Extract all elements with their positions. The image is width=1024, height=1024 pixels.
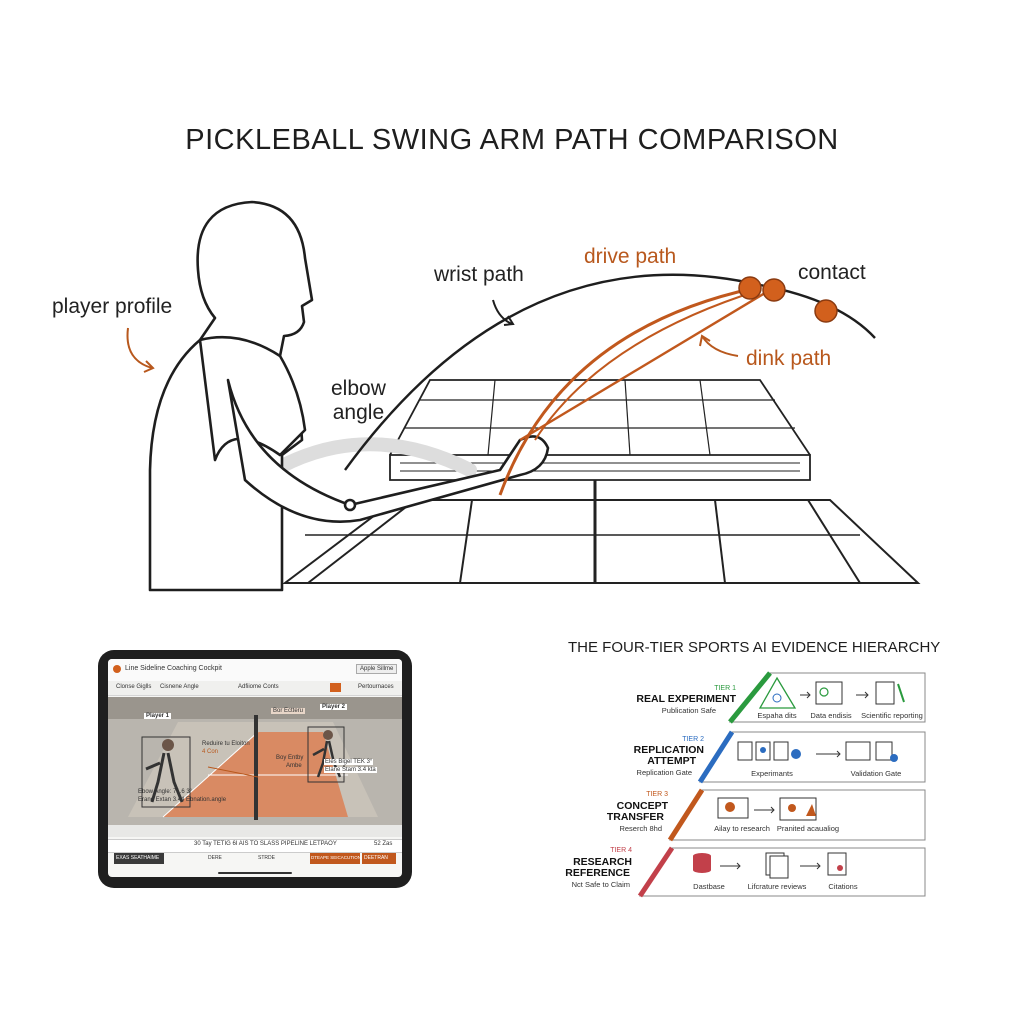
toolbar-item[interactable]: Adfiiome Conts <box>238 684 279 690</box>
node-caption: Citations <box>828 882 858 891</box>
page-title: PICKLEBALL SWING ARM PATH COMPARISON <box>185 124 839 156</box>
pipeline-value: 52 Zas <box>374 841 393 847</box>
tier4-name: RESEARCH <box>573 856 632 868</box>
player-profile-arrow <box>126 327 153 369</box>
data-analysis-icon <box>815 681 843 705</box>
tier3-name: CONCEPT <box>616 800 668 812</box>
tier4-name2: REFERENCE <box>565 867 630 879</box>
contact-ball <box>738 276 762 300</box>
tier3-name2: TRANSFER <box>606 811 664 823</box>
report-icon <box>875 681 895 705</box>
tier4-sub: Nct Safe to Claim <box>571 880 630 889</box>
app-menu-button[interactable]: Apple Sillme <box>356 664 398 674</box>
dink-path-label: dink path <box>746 347 832 370</box>
right-stat: Eles Bigel TEK 3° <box>324 759 374 765</box>
toolbar-item[interactable]: Clonse Giglls <box>116 684 152 690</box>
player1-tag: Player 1 <box>144 713 172 719</box>
dink-path-arrow <box>701 335 739 357</box>
hierarchy-title: THE FOUR-TIER SPORTS AI EVIDENCE HIERARC… <box>568 639 941 656</box>
right-stat: Elane Stam 3.4 kta <box>324 767 377 773</box>
toolbar-item[interactable]: Cisnene Angle <box>160 684 199 690</box>
net-note-sub: Ambe <box>286 763 302 769</box>
wrist-path-arrow <box>492 299 513 325</box>
top-badge: Bor Ectteru <box>271 708 306 714</box>
player1-box <box>141 736 191 808</box>
app-title: Line Sideline Coaching Cockpit <box>125 665 222 672</box>
tier2-name2: ATTEMPT <box>647 755 696 767</box>
tier1-sub: Publication Safe <box>661 706 716 715</box>
node-caption: Ailay to research <box>714 824 770 833</box>
player2-box <box>307 726 345 783</box>
node-caption: Validation Gate <box>850 769 902 778</box>
coaching-screen: Line Sideline Coaching Cockpit Apple Sil… <box>108 659 402 877</box>
tier4-tag: TIER 4 <box>610 847 632 854</box>
tier2-sub: Replication Gate <box>636 768 692 777</box>
status-cell-active[interactable] <box>362 853 396 864</box>
record-toggle[interactable] <box>330 683 341 692</box>
elbow-angle-label: elbow angle <box>331 377 386 424</box>
tier3-sub: Reserch 8hd <box>619 824 662 833</box>
tier2-name: REPLICATION <box>633 744 704 756</box>
wrist-path-label: wrist path <box>434 263 524 286</box>
center-note-sub: 4 Con <box>202 749 219 755</box>
node-caption: Espaha dits <box>757 711 797 720</box>
validation-gate-icon <box>845 741 871 761</box>
app-logo-icon <box>113 665 121 673</box>
contact-ball <box>814 299 838 323</box>
toolbar-item[interactable]: Pertournaces <box>358 684 394 690</box>
home-indicator <box>218 872 292 874</box>
node-caption: Dastbase <box>693 882 725 891</box>
wrist-path-curve <box>344 273 876 471</box>
net-note: Boy Entby <box>276 755 304 761</box>
court-video-view <box>108 697 402 837</box>
practical-application-icon <box>779 797 817 821</box>
center-note: Reduire tu Eloiton <box>202 741 250 747</box>
status-cell[interactable]: STRDE <box>258 855 275 861</box>
evidence-pyramid <box>637 671 926 898</box>
player-profile-label: player profile <box>52 295 173 318</box>
experiments-icon <box>737 741 753 761</box>
node-caption: Experimants <box>751 769 793 778</box>
left-stat: Erand Extan 3.44 Ebnation.angle <box>138 797 227 803</box>
drive-path-label: drive path <box>584 245 677 268</box>
left-stat: Ebow Angle: 71.6 3° <box>138 789 193 795</box>
status-cell[interactable] <box>114 853 164 864</box>
tier2-tag: TIER 2 <box>682 736 704 743</box>
node-caption: Pranited acaualiog <box>776 824 840 833</box>
player2-tag: Player 2 <box>320 704 348 710</box>
apply-research-icon <box>717 797 749 819</box>
player-figure <box>148 200 550 592</box>
drive-path-curve <box>498 286 756 496</box>
toolbar <box>108 681 402 696</box>
contact-label: contact <box>798 261 866 284</box>
pipeline-label: 30 Tay TETIG 6I AIS TO SLASS PIPELINE LE… <box>194 841 337 847</box>
status-cell[interactable]: DERE <box>208 855 222 861</box>
pipeline-bar <box>108 839 402 853</box>
experiment-icon <box>758 676 797 709</box>
node-caption: Data endisis <box>810 711 852 720</box>
status-cell-active[interactable] <box>310 853 360 864</box>
tier1-tag: TIER 1 <box>714 685 736 692</box>
citations-icon <box>827 852 847 876</box>
swing-diagram <box>126 200 921 592</box>
node-caption: Lifcrature reviews <box>747 882 807 891</box>
dink-path-curve <box>519 288 771 442</box>
node-caption: Scientific reporting <box>861 711 923 720</box>
tier3-tag: TIER 3 <box>646 791 668 798</box>
contact-ball <box>762 278 786 302</box>
tier1-name: REAL EXPERIMENT <box>636 693 736 705</box>
